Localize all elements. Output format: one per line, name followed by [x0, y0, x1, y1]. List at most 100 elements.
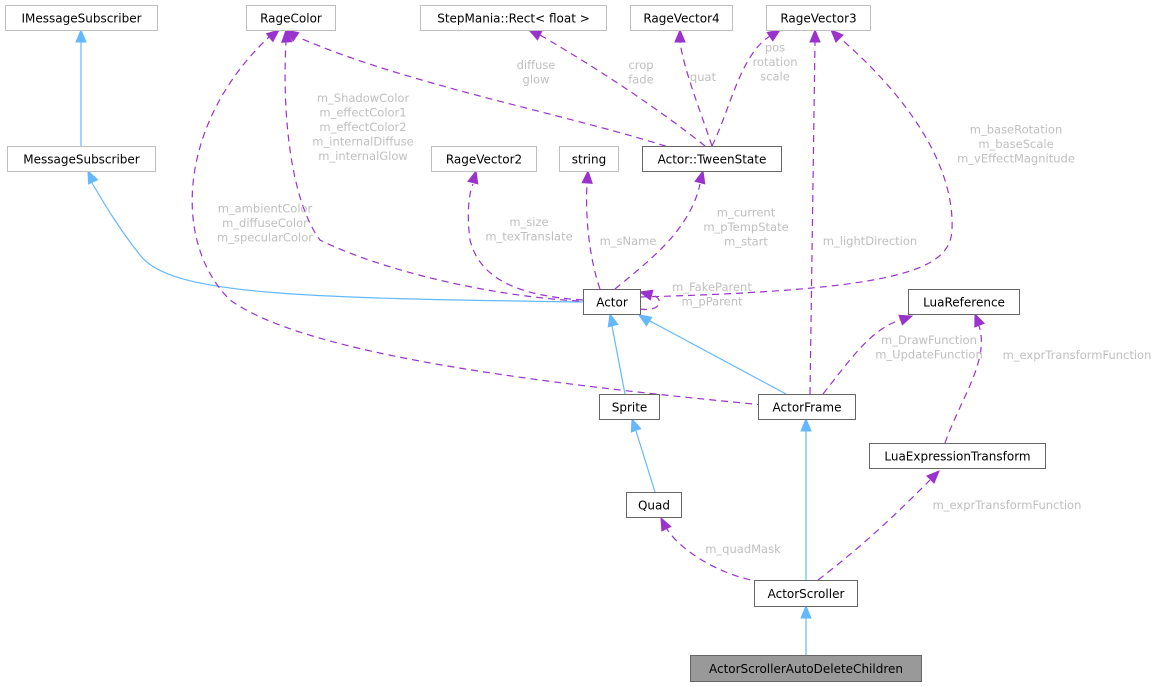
class-node-box[interactable] [754, 580, 858, 607]
class-node-label: RageColor [260, 12, 322, 26]
edge-label-line: m_sName [600, 234, 657, 248]
edge-label-line: m_specularColor [217, 231, 313, 245]
edge-tween-state-to-rage-vector4-label: quat [690, 70, 717, 84]
edge-actor-to-rage-color [281, 28, 604, 303]
edge-label-line: m_internalGlow [318, 149, 408, 163]
class-node-rage-vector4[interactable]: RageVector4 [630, 5, 733, 31]
edge-label-line: pos [765, 41, 785, 55]
edge-actor-scroller-to-lua-expression-transform-arrowhead-icon [926, 470, 940, 484]
class-node-box[interactable] [5, 5, 158, 31]
class-node-tween-state[interactable]: Actor::TweenState [642, 146, 782, 172]
edge-actor-frame-to-actor [637, 314, 787, 395]
nodes-layer: IMessageSubscriber RageColor StepMania::Re… [5, 5, 1046, 682]
edge-actor-scroller-to-actor-frame-arrowhead-icon [800, 417, 812, 432]
class-node-box[interactable] [690, 655, 922, 682]
edge-sprite-to-actor-line [611, 325, 626, 395]
class-node-box[interactable] [599, 394, 660, 420]
edge-label-line: quat [690, 70, 717, 84]
class-node-box[interactable] [431, 146, 537, 172]
class-node-actor-scroller[interactable]: ActorScroller [754, 580, 858, 607]
class-node-label: string [572, 153, 606, 167]
edge-label-line: rotation [752, 55, 797, 69]
edge-label-line: m_pParent [681, 294, 743, 308]
class-node-label: ActorScrollerAutoDeleteChildren [709, 662, 903, 676]
edge-label-line: m_diffuseColor [222, 216, 308, 230]
edge-sprite-to-actor-arrowhead-icon [607, 312, 619, 328]
class-node-label: LuaExpressionTransform [884, 450, 1030, 464]
class-node-label: MessageSubscriber [23, 153, 140, 167]
edge-label-line: glow [523, 72, 550, 86]
edge-actor-to-tween-state [614, 169, 706, 290]
class-node-box[interactable] [7, 146, 156, 172]
edge-actor-to-rage-vector3-line [639, 37, 953, 298]
edge-quad-to-sprite-line [635, 430, 656, 493]
class-node-box[interactable] [869, 443, 1046, 469]
edge-label-line: m_exprTransformFunction [933, 498, 1082, 512]
edge-actor-frame-to-rage-vector3-arrowhead-icon [809, 28, 821, 43]
class-node-actor[interactable]: Actor [583, 289, 641, 315]
edge-quad-to-sprite-arrowhead-icon [630, 417, 642, 433]
class-node-rage-vector3[interactable]: RageVector3 [766, 5, 871, 31]
class-node-box[interactable] [630, 5, 733, 31]
class-node-message-subscriber[interactable]: MessageSubscriber [7, 146, 156, 172]
edge-sprite-to-actor [607, 312, 626, 395]
edge-actor-frame-to-rage-vector3-line [809, 41, 816, 395]
edge-tween-state-to-step-mania-rect-line [539, 34, 706, 147]
class-node-label: LuaReference [923, 296, 1005, 310]
class-node-lua-expression-transform[interactable]: LuaExpressionTransform [869, 443, 1046, 469]
edge-label-line: m_ambientColor [218, 202, 313, 216]
class-node-box[interactable] [908, 289, 1020, 315]
edge-label-line: m_DrawFunction [881, 333, 977, 347]
class-node-box[interactable] [583, 289, 641, 315]
class-node-rage-vector2[interactable]: RageVector2 [431, 146, 537, 172]
class-node-sprite[interactable]: Sprite [599, 394, 660, 420]
class-node-box[interactable] [420, 5, 607, 31]
edge-actor-frame-to-lua-reference [822, 314, 914, 395]
class-node-box[interactable] [246, 5, 336, 31]
class-node-label: ActorScroller [768, 587, 845, 601]
class-node-box[interactable] [559, 146, 619, 172]
edge-tween-state-to-rage-vector3 [711, 29, 782, 147]
class-node-rage-color[interactable]: RageColor [246, 5, 336, 31]
edge-actor-to-string-label: m_sName [600, 234, 657, 248]
edge-actor-to-string-line [585, 183, 601, 290]
class-node-lua-reference[interactable]: LuaReference [908, 289, 1020, 315]
class-node-imessage-subscriber[interactable]: IMessageSubscriber [5, 5, 158, 31]
edge-label-line: m_vEffectMagnitude [957, 152, 1075, 166]
edge-lua-expression-transform-to-lua-reference-line [944, 325, 982, 444]
class-node-box[interactable] [766, 5, 871, 31]
edge-label-line: m_baseScale [978, 137, 1053, 151]
edge-tween-state-to-rage-color-arrowhead-icon [284, 29, 300, 42]
edge-label-line: fade [628, 72, 653, 86]
class-node-label: Actor::TweenState [658, 153, 767, 167]
class-node-box[interactable] [626, 492, 682, 518]
class-node-box[interactable] [758, 394, 856, 420]
edge-lua-expression-transform-to-lua-reference-label: m_exprTransformFunction [1003, 348, 1152, 362]
edge-tween-state-to-rage-color-line [299, 37, 701, 159]
class-node-box[interactable] [642, 146, 782, 172]
edge-label-line: diffuse [517, 58, 556, 72]
edge-actor-to-rage-vector3-arrowhead-icon [830, 29, 844, 43]
class-node-string[interactable]: string [559, 146, 619, 172]
class-node-actor-scroller-auto-delete-children[interactable]: ActorScrollerAutoDeleteChildren [690, 655, 922, 682]
class-node-actor-frame[interactable]: ActorFrame [758, 394, 856, 420]
class-node-quad[interactable]: Quad [626, 492, 682, 518]
class-node-label: RageVector2 [446, 153, 522, 167]
class-node-step-mania-rect[interactable]: StepMania::Rect< float > [420, 5, 607, 31]
edge-actor-to-message-subscriber [87, 169, 584, 303]
edge-lua-expression-transform-to-lua-reference [944, 312, 985, 444]
edge-tween-state-to-rage-color [284, 29, 701, 159]
edge-actor-to-rage-vector2 [467, 169, 584, 301]
edge-actor-scroller-auto-delete-children-to-actor-scroller-arrowhead-icon [800, 604, 812, 619]
edge-actor-scroller-to-quad [660, 516, 763, 583]
edge-actor-frame-to-actor-line [649, 320, 787, 395]
edge-actor-frame-to-rage-vector3-label: m_lightDirection [823, 234, 917, 248]
